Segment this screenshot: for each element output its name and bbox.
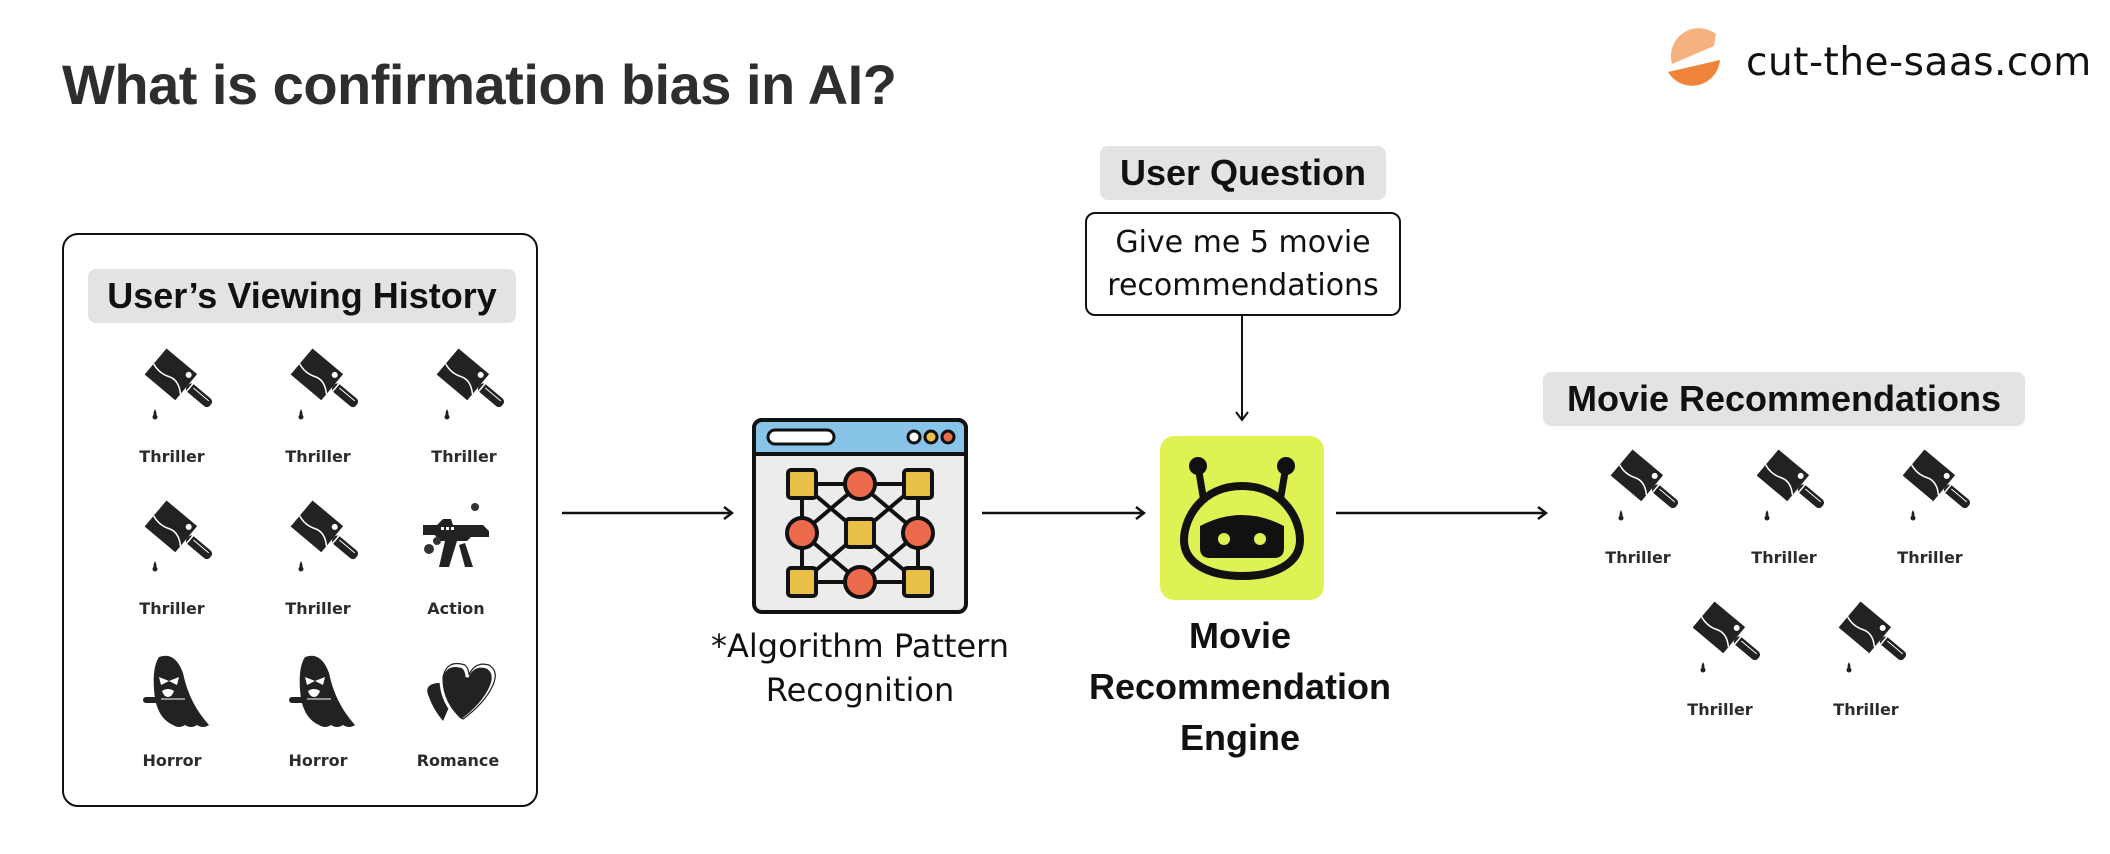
genre-label: Horror <box>288 751 348 770</box>
cleaver-icon <box>275 347 361 427</box>
recommendation-engine-label: Movie Recommendation Engine <box>1060 610 1420 763</box>
robot-icon <box>1179 457 1305 581</box>
algorithm-label: *Algorithm Pattern Recognition <box>700 624 1020 712</box>
history-item: Thriller <box>248 347 388 466</box>
recommendation-engine-icon-tile <box>1160 436 1324 600</box>
genre-label: Thriller <box>1833 700 1899 719</box>
viewing-history-panel: User’s Viewing History Thriller Thriller… <box>62 233 538 807</box>
genre-label: Thriller <box>1751 548 1817 567</box>
user-question-box: Give me 5 movie recommendations <box>1085 212 1401 316</box>
ghost-icon <box>275 651 361 731</box>
history-item: Romance <box>388 651 528 770</box>
cleaver-icon <box>1595 448 1681 528</box>
page-title: What is confirmation bias in AI? <box>62 53 897 116</box>
recommendation-item: Thriller <box>1714 448 1854 567</box>
history-item: Thriller <box>102 499 242 618</box>
cleaver-icon <box>1887 448 1973 528</box>
engine-label-line1: Movie <box>1188 615 1292 656</box>
brand: cut-the-saas.com <box>1664 26 2092 98</box>
cut-the-saas-logo-icon <box>1668 28 1720 86</box>
cleaver-icon <box>421 347 507 427</box>
engine-label-line2: Recommendation <box>1088 666 1392 707</box>
history-item: Thriller <box>394 347 534 466</box>
genre-label: Thriller <box>139 447 205 466</box>
flow-arrow-algorithm-to-engine <box>982 503 1146 523</box>
network-window-icon <box>752 418 968 614</box>
cleaver-icon <box>1677 600 1763 680</box>
cleaver-icon <box>1741 448 1827 528</box>
recommendation-item: Thriller <box>1796 600 1936 719</box>
genre-label: Action <box>427 599 485 618</box>
user-question-heading: User Question <box>1100 146 1386 200</box>
history-item: Thriller <box>102 347 242 466</box>
hearts-icon <box>415 651 501 731</box>
algorithm-label-line1: *Algorithm Pattern <box>710 627 1009 665</box>
movie-recommendations-heading: Movie Recommendations <box>1543 372 2025 426</box>
brand-name: cut-the-saas.com <box>1746 39 2092 85</box>
genre-label: Horror <box>142 751 202 770</box>
genre-label: Romance <box>416 751 500 770</box>
cleaver-icon <box>129 499 215 579</box>
genre-label: Thriller <box>285 447 351 466</box>
recommendation-item: Thriller <box>1650 600 1790 719</box>
genre-label: Thriller <box>139 599 205 618</box>
engine-label-line3: Engine <box>1179 717 1300 758</box>
genre-label: Thriller <box>285 599 351 618</box>
recommendation-item: Thriller <box>1568 448 1708 567</box>
genre-label: Thriller <box>431 447 497 466</box>
flow-arrow-question-to-engine <box>1235 316 1249 422</box>
cleaver-icon <box>1823 600 1909 680</box>
recommendation-item: Thriller <box>1860 448 2000 567</box>
ghost-icon <box>129 651 215 731</box>
genre-label: Thriller <box>1897 548 1963 567</box>
history-item: Thriller <box>248 499 388 618</box>
flow-arrow-engine-to-recommendations <box>1336 503 1548 523</box>
user-question-line1: Give me 5 movie <box>1115 225 1371 260</box>
history-item: Horror <box>102 651 242 770</box>
history-item: Action <box>386 499 526 618</box>
cleaver-icon <box>275 499 361 579</box>
flow-arrow-history-to-algorithm <box>562 503 734 523</box>
history-item: Horror <box>248 651 388 770</box>
genre-label: Thriller <box>1605 548 1671 567</box>
user-question-line2: recommendations <box>1107 268 1379 303</box>
genre-label: Thriller <box>1687 700 1753 719</box>
gun-icon <box>413 499 499 579</box>
cleaver-icon <box>129 347 215 427</box>
algorithm-label-line2: Recognition <box>765 671 955 709</box>
viewing-history-heading: User’s Viewing History <box>88 269 516 323</box>
